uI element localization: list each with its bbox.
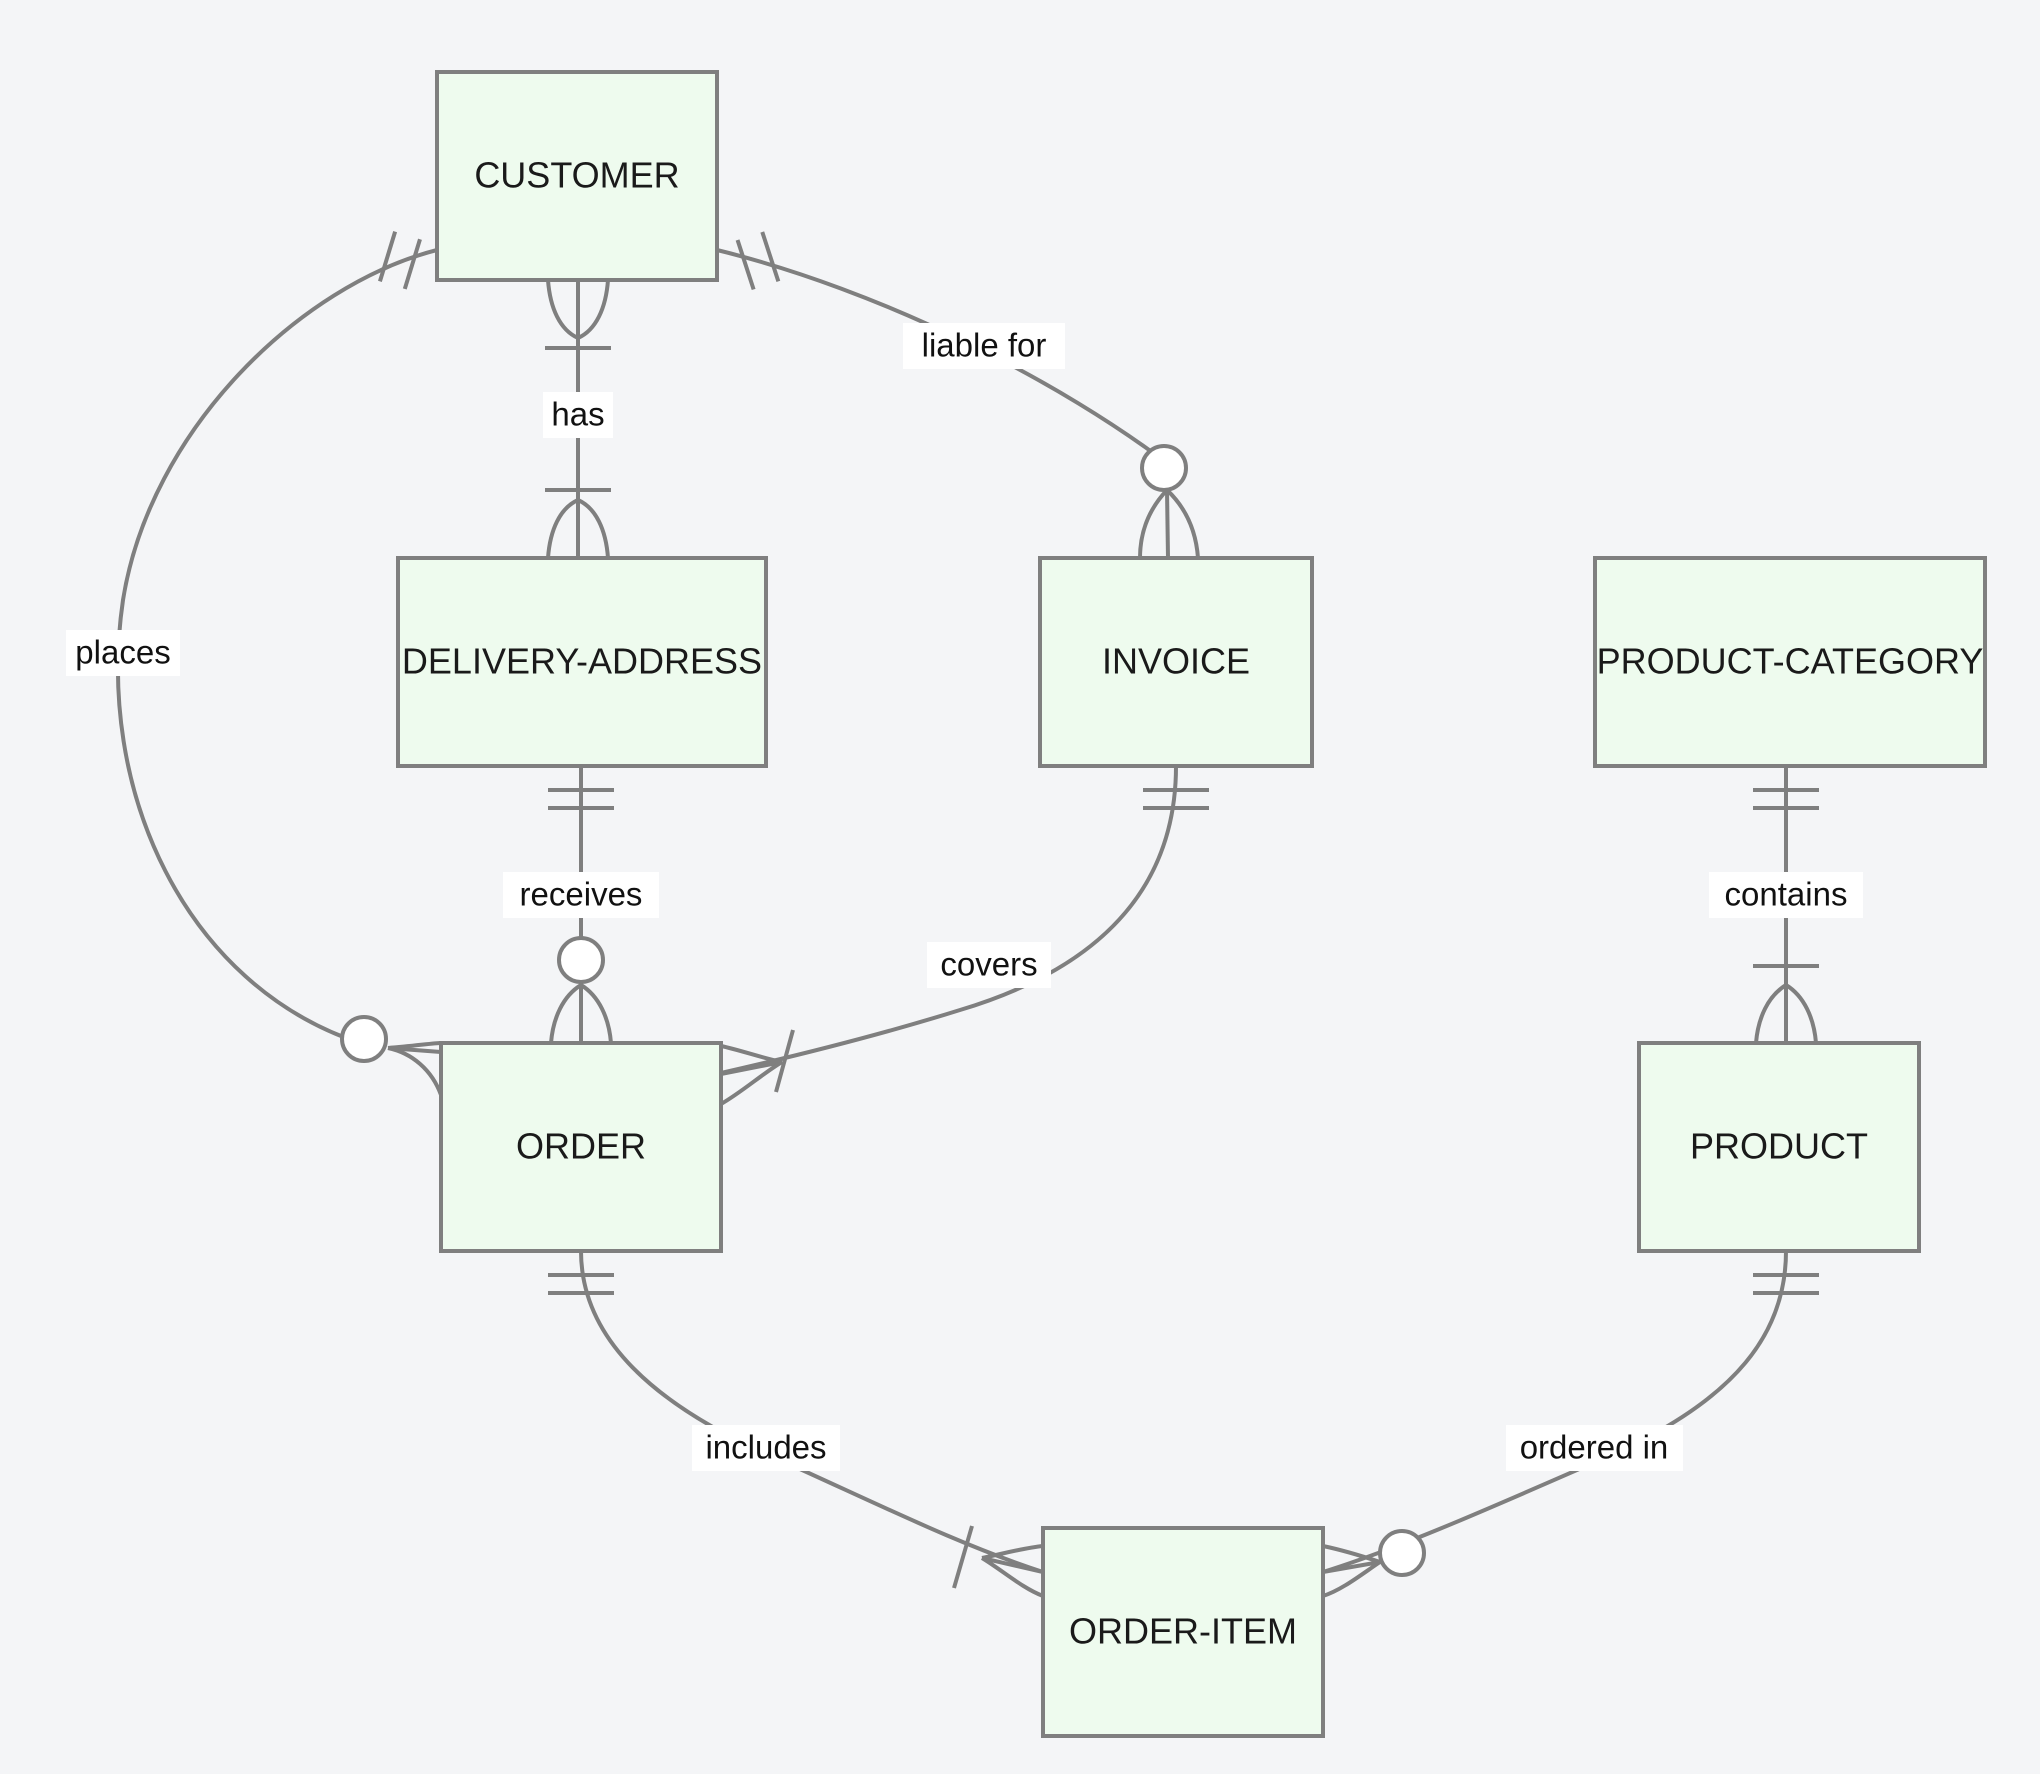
relationship-line-ordered-in [1322, 1250, 1788, 1574]
cardinality-exactly-one-liable-for-customer [735, 231, 781, 291]
relationship-label-receives: receives [503, 872, 659, 918]
relationship-label-bg-covers [927, 942, 1051, 988]
relationship-label-bg-receives [503, 872, 659, 918]
cardinality-one-or-many-includes-order-item [952, 1525, 1044, 1598]
relationship-label-bg-ordered-in [1506, 1425, 1683, 1471]
cardinality-exactly-one-includes-order [548, 1273, 614, 1295]
cardinality-crows-foot-ordered-in-order-item [1322, 1544, 1382, 1598]
cardinality-crows-foot-receives-order [549, 983, 613, 1044]
relationship-label-text-contains: contains [1725, 876, 1848, 913]
entity-box-delivery-address[interactable] [396, 556, 768, 768]
entity-label-product-category: PRODUCT-CATEGORY [1597, 641, 1984, 682]
entity-box-product[interactable] [1637, 1041, 1921, 1253]
entity-box-customer[interactable] [435, 70, 719, 282]
cardinality-exactly-one-receives-delivery-address [548, 788, 614, 810]
relationship-label-covers: covers [927, 942, 1051, 988]
cardinality-zero-circle-receives-order [557, 936, 605, 984]
entity-box-order-item[interactable] [1041, 1526, 1325, 1738]
relationship-label-contains: contains [1709, 872, 1863, 918]
relationship-label-bg-includes [692, 1425, 840, 1471]
relationship-label-ordered-in: ordered in [1506, 1425, 1683, 1471]
entity-invoice[interactable]: INVOICE [1038, 556, 1314, 768]
cardinality-exactly-one-ordered-in-product [1753, 1273, 1819, 1295]
cardinality-zero-circle-places-order [340, 1015, 388, 1063]
entity-box-product-category[interactable] [1593, 556, 1987, 768]
entity-order-item[interactable]: ORDER-ITEM [1041, 1526, 1325, 1738]
entity-box-order[interactable] [439, 1041, 723, 1253]
entity-label-order: ORDER [516, 1126, 646, 1167]
cardinality-one-or-many-has-delivery-address [545, 488, 611, 559]
relationship-label-text-covers: covers [940, 946, 1037, 983]
entity-delivery-address[interactable]: DELIVERY-ADDRESS [396, 556, 768, 768]
relationship-line-covers [720, 765, 1178, 1075]
entities: CUSTOMER DELIVERY-ADDRESS INVOICE PRODUC… [396, 70, 1987, 1738]
cardinality-exactly-one-contains-product-category [1753, 788, 1819, 810]
relationship-lines [115, 248, 1788, 1574]
entity-order[interactable]: ORDER [439, 1041, 723, 1253]
relationship-label-text-ordered-in: ordered in [1520, 1429, 1669, 1466]
relationship-label-has: has [543, 392, 613, 438]
cardinality-exactly-one-covers-invoice [1143, 788, 1209, 810]
cardinality-exactly-one-places-customer [378, 231, 422, 290]
entity-box-invoice[interactable] [1038, 556, 1314, 768]
cardinality-crows-foot-liable-for-invoice [1138, 488, 1200, 559]
cardinality-one-or-many-has-customer [545, 279, 611, 350]
relationship-label-includes: includes [692, 1425, 840, 1471]
relationship-label-bg-has [543, 392, 613, 438]
relationship-label-places: places [66, 630, 180, 676]
entity-customer[interactable]: CUSTOMER [435, 70, 719, 282]
relationship-label-bg-contains [1709, 872, 1863, 918]
cardinality-zero-circle-liable-for-invoice [1140, 444, 1188, 492]
entity-label-customer: CUSTOMER [474, 155, 679, 196]
relationship-line-includes [579, 1250, 1044, 1574]
relationship-label-text-has: has [551, 396, 604, 433]
entity-label-invoice: INVOICE [1102, 641, 1250, 682]
cardinality-zero-circle-ordered-in-order-item [1378, 1529, 1426, 1577]
cardinality-crows-foot-places-order [387, 1041, 443, 1096]
cardinality-one-or-many-covers-order [720, 1029, 795, 1106]
cardinality-markers [340, 231, 1819, 1598]
cardinality-one-or-many-contains-product [1753, 964, 1819, 1044]
relationship-label-text-liable-for: liable for [922, 327, 1047, 364]
relationship-label-text-includes: includes [705, 1429, 826, 1466]
relationship-label-liable-for: liable for [903, 323, 1065, 369]
entity-label-order-item: ORDER-ITEM [1069, 1611, 1297, 1652]
entity-product-category[interactable]: PRODUCT-CATEGORY [1593, 556, 1987, 768]
relationship-label-text-receives: receives [520, 876, 643, 913]
relationship-labels: places has liable for receives covers co [66, 323, 1863, 1471]
relationship-label-text-places: places [75, 634, 170, 671]
entity-label-delivery-address: DELIVERY-ADDRESS [402, 641, 762, 682]
relationship-line-places [115, 248, 438, 1045]
entity-label-product: PRODUCT [1690, 1126, 1868, 1167]
relationship-label-bg-liable-for [903, 323, 1065, 369]
entity-product[interactable]: PRODUCT [1637, 1041, 1921, 1253]
relationship-label-bg-places [66, 630, 180, 676]
